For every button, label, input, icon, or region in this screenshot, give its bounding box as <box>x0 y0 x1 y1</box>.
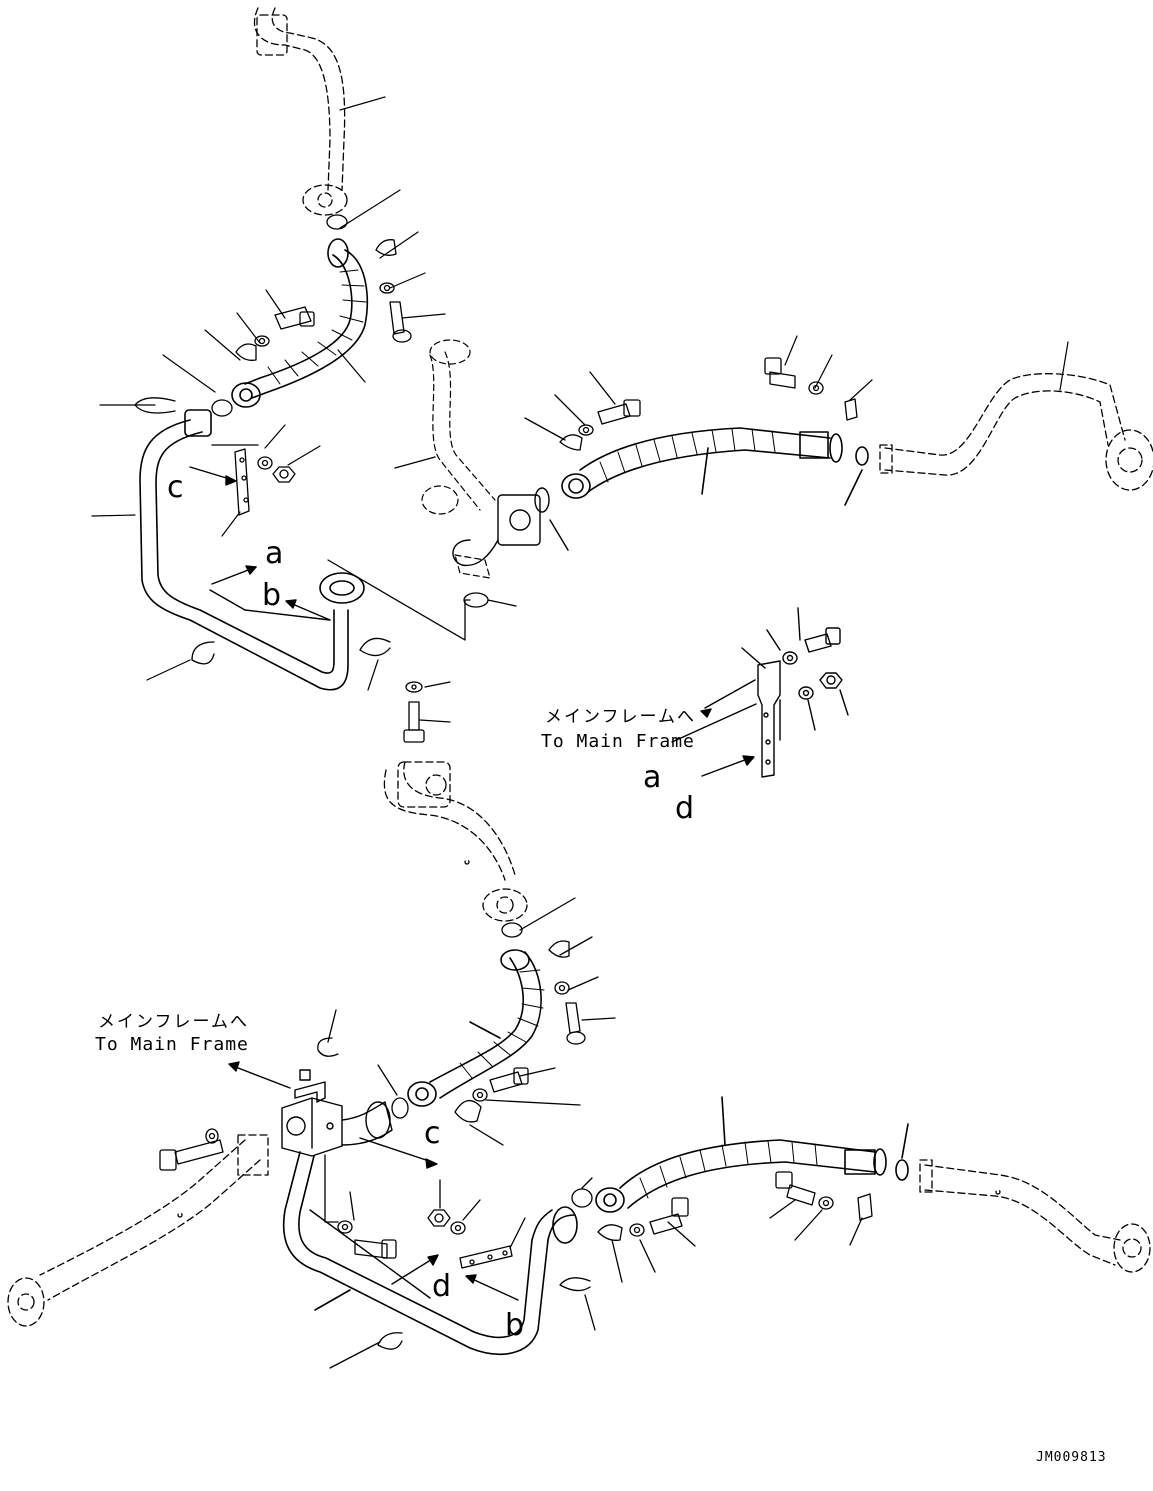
label-c-top: c <box>167 470 184 505</box>
figure-id: JM009813 <box>1036 1450 1107 1465</box>
clamp-parts-top-center <box>524 371 641 451</box>
bolt-left-bottom <box>159 1128 224 1171</box>
main-frame-bracket-right <box>741 607 849 778</box>
label-d-right: d <box>675 791 694 826</box>
braided-hose-top-right <box>561 427 869 506</box>
clamp-parts-bottom-right <box>571 1171 873 1283</box>
braided-hose-bottom-right <box>595 1096 909 1213</box>
upper-dashed-pipe-top <box>253 7 348 216</box>
note-main-frame-en-left: To Main Frame <box>95 1034 249 1055</box>
label-a-top: a <box>265 536 283 571</box>
u-bolt-junction <box>317 1009 339 1057</box>
arrows-top <box>189 466 331 621</box>
upper-dashed-pipe-bottom <box>383 761 528 922</box>
bolt-parts-top-right <box>764 357 858 421</box>
braided-hose-top-left <box>231 238 369 408</box>
right-dashed-pipe-top <box>879 373 1153 491</box>
label-d-bottom: d <box>432 1269 451 1304</box>
bent-tube-top-left <box>139 409 365 691</box>
junction-block-bottom <box>281 1069 393 1157</box>
u-bolts-top <box>134 397 391 665</box>
note-main-frame-jp-left: メインフレームへ <box>98 1012 249 1032</box>
label-c-bottom: c <box>424 1116 441 1151</box>
note-main-frame-en-right: To Main Frame <box>541 731 695 752</box>
arrows-right <box>671 679 757 777</box>
center-elbow-assembly <box>394 339 569 579</box>
clamp-parts-top <box>211 214 412 417</box>
left-dashed-pipe-bottom <box>7 1134 269 1327</box>
right-dashed-pipe-bottom <box>919 1159 1151 1273</box>
bent-tube-bottom <box>282 1151 578 1355</box>
label-b-bottom: b <box>505 1308 524 1343</box>
bracket-top-left <box>211 444 296 516</box>
u-bolts-bottom <box>329 1277 596 1369</box>
leader-lines-top-right <box>784 335 1069 401</box>
arrows-bottom <box>228 1061 519 1301</box>
note-main-frame-jp-right: メインフレームへ <box>545 707 696 727</box>
label-a-right: a <box>643 760 661 795</box>
braided-hose-bottom-left <box>407 949 545 1107</box>
label-b-top: b <box>262 578 281 613</box>
bolt-parts-bottom-center <box>324 1154 526 1269</box>
clamp-parts-bottom-left <box>377 897 616 1146</box>
bolt-top-bottom <box>327 559 517 743</box>
leader-lines-top <box>91 96 451 723</box>
